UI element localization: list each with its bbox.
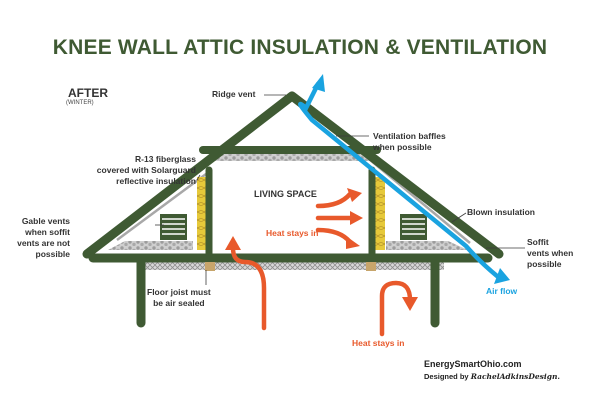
heat-arrow-curl bbox=[379, 280, 418, 337]
gable-line2: when soffit bbox=[25, 227, 70, 237]
credit-designer: Designed by RachelAdkinsDesign. bbox=[424, 372, 560, 381]
r13-label: R-13 fiberglass covered with Solarguard … bbox=[97, 154, 196, 187]
blown-insulation-label: Blown insulation bbox=[467, 207, 535, 217]
r13-line3: reflective insulation bbox=[116, 176, 196, 186]
ventilation-baffles-line2: when possible bbox=[373, 142, 432, 152]
gable-line1: Gable vents bbox=[21, 216, 70, 226]
heat-arrowhead-mid bbox=[350, 211, 363, 225]
gable-line3: vents are not bbox=[17, 238, 70, 248]
floor-joist-line1: Floor joist must bbox=[147, 287, 211, 297]
r13-line1: R-13 fiberglass bbox=[135, 154, 196, 164]
leader-lines bbox=[155, 94, 525, 285]
heat-arrow-up bbox=[225, 236, 267, 331]
floor-joist-line2: be air sealed bbox=[153, 298, 205, 308]
air-flow-arrow bbox=[298, 74, 510, 284]
gable-vent-icon bbox=[160, 214, 187, 240]
designer-name: RachelAdkinsDesign. bbox=[470, 372, 561, 381]
heat-arrow-living-space bbox=[315, 191, 355, 245]
soffit-line1: Soffit bbox=[527, 237, 549, 247]
ridge-vent-label: Ridge vent bbox=[212, 89, 256, 99]
ventilation-baffle-left bbox=[116, 172, 207, 242]
air-flow-label: Air flow bbox=[486, 286, 518, 296]
heat-stays-in-upper-label: Heat stays in bbox=[266, 228, 319, 238]
state-label: AFTER bbox=[68, 86, 108, 100]
heat-arrowhead-top bbox=[347, 188, 362, 202]
knee-wall-fiberglass-left bbox=[197, 177, 208, 250]
knee-wall-fiberglass-right bbox=[374, 177, 385, 250]
floor-joist-left bbox=[205, 262, 215, 271]
designed-by-text: Designed by bbox=[424, 372, 471, 381]
gable-vents-label: Gable vents when soffit vents are not po… bbox=[17, 216, 70, 260]
heat-stays-in-lower-label: Heat stays in bbox=[352, 338, 405, 348]
gable-line4: possible bbox=[35, 249, 70, 259]
ceiling-insulation bbox=[213, 153, 373, 161]
ventilation-baffles-label: Ventilation baffles when possible bbox=[373, 131, 446, 153]
r13-line2: covered with Solarguard bbox=[96, 165, 196, 175]
living-space-label: LIVING SPACE bbox=[254, 189, 317, 199]
diagram-title: KNEE WALL ATTIC INSULATION & VENTILATION bbox=[52, 36, 548, 59]
floor-insulation-strip bbox=[138, 262, 444, 270]
right-attic-insulation bbox=[386, 241, 468, 250]
soffit-line2: vents when bbox=[527, 248, 574, 258]
ventilation-baffles-line1: Ventilation baffles bbox=[373, 131, 446, 141]
heat-arrowhead-bottom bbox=[346, 236, 360, 249]
left-attic-insulation bbox=[108, 241, 193, 250]
credit-site: EnergySmartOhio.com bbox=[424, 359, 522, 369]
floor-joist-label: Floor joist must be air sealed bbox=[147, 287, 211, 309]
soffit-line3: possible bbox=[527, 259, 562, 269]
season-label: (WINTER) bbox=[66, 100, 94, 106]
floor-joist-right bbox=[366, 262, 376, 271]
gable-vent-right-icon bbox=[400, 214, 427, 240]
soffit-vents-label: Soffit vents when possible bbox=[527, 237, 573, 270]
